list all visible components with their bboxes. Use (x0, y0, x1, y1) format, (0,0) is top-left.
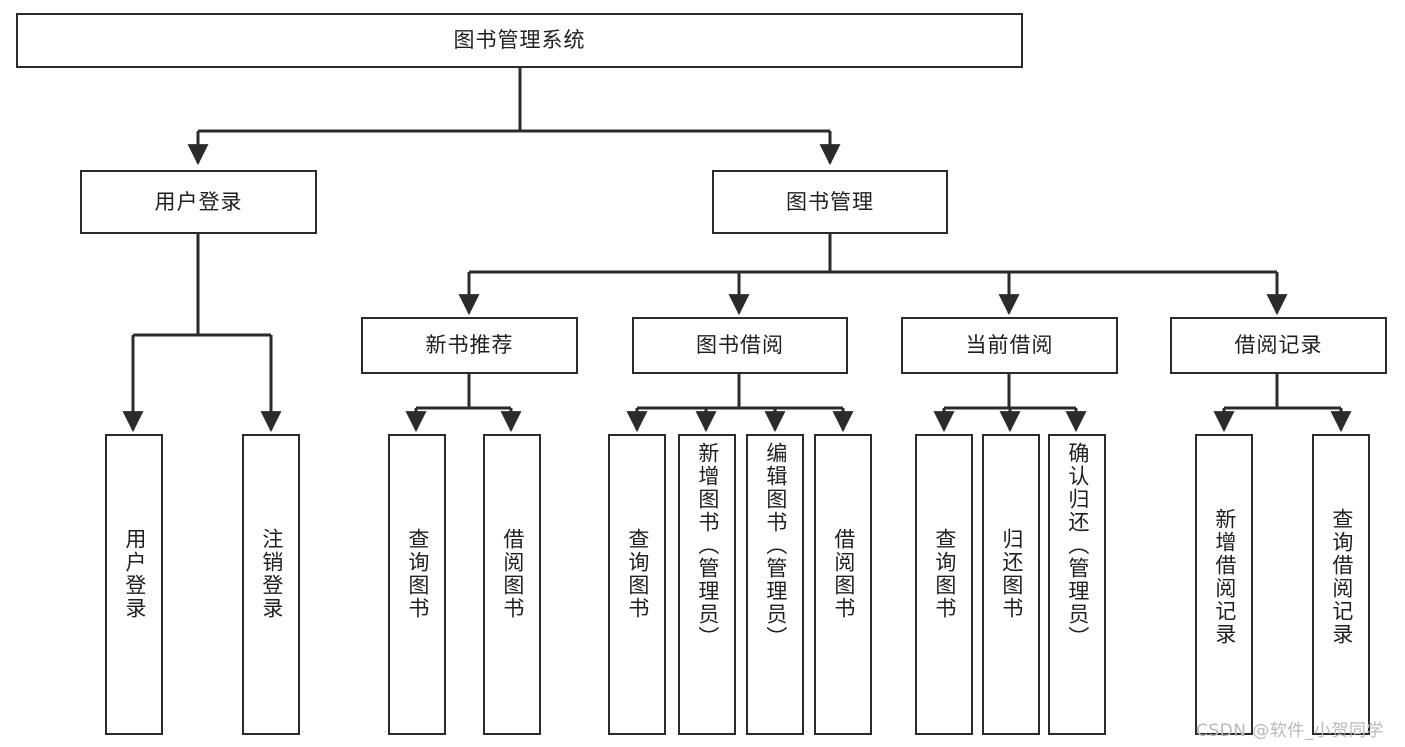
node-leaf-borrow-book-2[interactable]: 借阅图书 (814, 434, 872, 735)
node-current-borrow-label: 当前借阅 (965, 333, 1054, 358)
node-new-book-rec-label: 新书推荐 (425, 333, 514, 358)
node-leaf-logout[interactable]: 注销登录 (242, 434, 300, 735)
node-user-login-label: 用户登录 (154, 189, 243, 214)
node-new-book-rec[interactable]: 新书推荐 (361, 317, 578, 374)
node-leaf-borrow-book-1[interactable]: 借阅图书 (483, 434, 541, 735)
node-leaf-edit-book[interactable]: 编辑图书（管理员） (746, 434, 804, 735)
node-leaf-return-book[interactable]: 归还图书 (982, 434, 1040, 735)
node-leaf-borrow-book-1-label: 借阅图书 (500, 528, 525, 620)
node-leaf-confirm-return[interactable]: 确认归还（管理员） (1048, 434, 1106, 735)
node-leaf-query-record[interactable]: 查询借阅记录 (1312, 434, 1370, 735)
node-root-label: 图书管理系统 (453, 28, 586, 53)
node-leaf-confirm-return-label: 确认归还（管理员） (1065, 442, 1090, 649)
node-borrow-record[interactable]: 借阅记录 (1170, 317, 1387, 374)
node-user-login[interactable]: 用户登录 (80, 170, 317, 234)
node-leaf-return-book-label: 归还图书 (999, 528, 1024, 620)
node-leaf-add-book-label: 新增图书（管理员） (695, 442, 720, 649)
node-leaf-query-book-2[interactable]: 查询图书 (608, 434, 666, 735)
node-leaf-query-book-3[interactable]: 查询图书 (915, 434, 973, 735)
node-leaf-user-login[interactable]: 用户登录 (105, 434, 163, 735)
node-leaf-query-record-label: 查询借阅记录 (1329, 508, 1354, 646)
node-leaf-query-book-1-label: 查询图书 (405, 528, 430, 620)
node-leaf-add-record-label: 新增借阅记录 (1212, 508, 1237, 646)
node-leaf-edit-book-label: 编辑图书（管理员） (763, 442, 788, 649)
node-leaf-logout-label: 注销登录 (259, 528, 284, 620)
node-leaf-query-book-3-label: 查询图书 (932, 528, 957, 620)
node-book-borrow[interactable]: 图书借阅 (632, 317, 848, 374)
node-book-borrow-label: 图书借阅 (696, 333, 784, 358)
node-book-manage[interactable]: 图书管理 (712, 170, 948, 234)
node-leaf-borrow-book-2-label: 借阅图书 (831, 528, 856, 620)
csdn-watermark: CSDN @软件_小贺同学 (1196, 721, 1384, 741)
node-leaf-query-book-1[interactable]: 查询图书 (388, 434, 446, 735)
node-root[interactable]: 图书管理系统 (16, 13, 1023, 68)
node-borrow-record-label: 借阅记录 (1234, 333, 1323, 358)
node-leaf-user-login-label: 用户登录 (122, 528, 147, 620)
node-leaf-add-book[interactable]: 新增图书（管理员） (678, 434, 736, 735)
node-current-borrow[interactable]: 当前借阅 (901, 317, 1118, 374)
node-leaf-add-record[interactable]: 新增借阅记录 (1195, 434, 1253, 735)
node-book-manage-label: 图书管理 (786, 189, 874, 214)
node-leaf-query-book-2-label: 查询图书 (625, 528, 650, 620)
